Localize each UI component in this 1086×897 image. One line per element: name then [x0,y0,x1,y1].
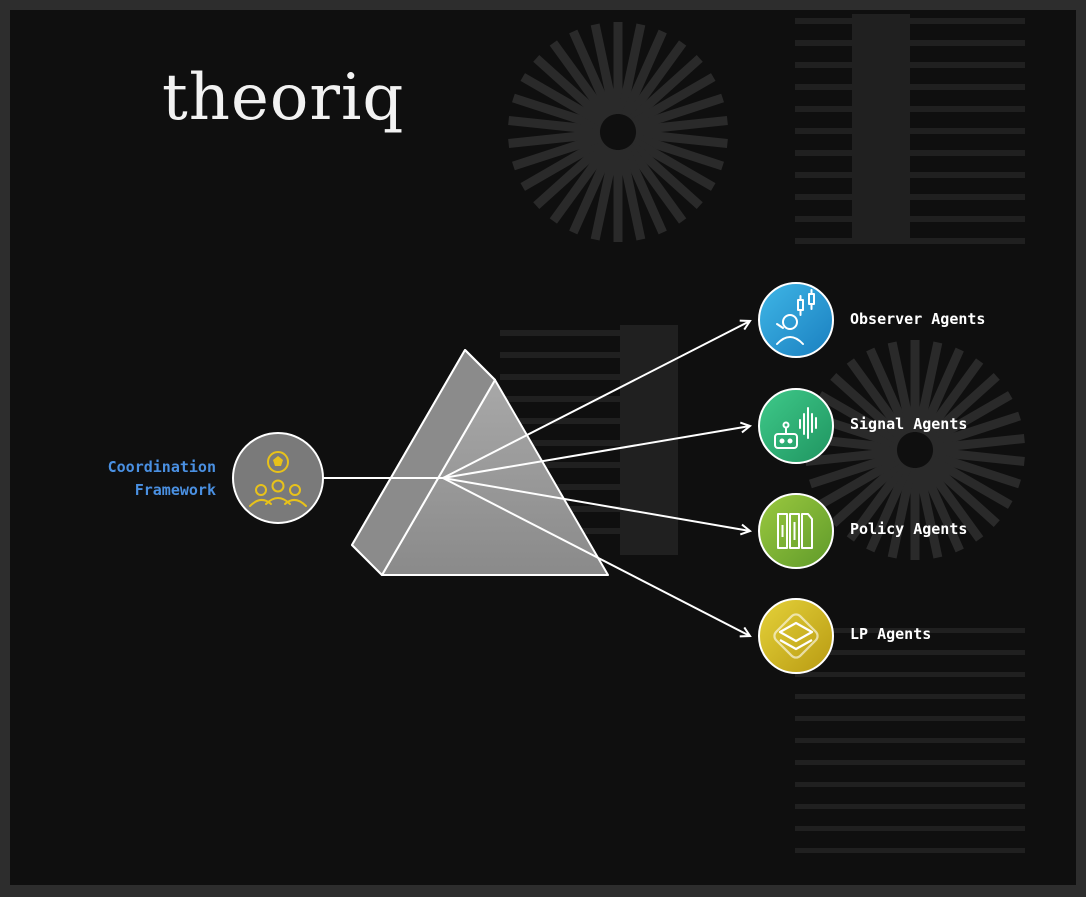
coordination-framework-label: Coordination Framework [108,456,216,502]
source-label-line2: Framework [134,481,216,499]
policy-agents-label: Policy Agents [850,520,968,538]
lp-agent-node [758,598,834,674]
group-coordination-icon [249,451,307,507]
source-label-line1: Coordination [107,458,216,476]
beam-signal [442,426,750,479]
diagram-frame: theoriq [10,10,1076,885]
signal-agents-label: Signal Agents [850,415,968,433]
theoriq-logo-icon [38,76,152,148]
signal-agent-node [758,388,834,464]
policy-pillars-icon [777,513,813,549]
lp-agents-label: LP Agents [850,625,932,643]
observer-chart-icon [776,289,815,345]
beam-lp [442,477,750,636]
policy-agent-node [758,493,834,569]
lp-layers-icon [773,613,819,659]
observer-agent-node [758,282,834,358]
brand-name: theoriq [162,61,405,135]
coordination-node [232,432,324,524]
observer-agents-label: Observer Agents [850,310,986,328]
beam-observer [442,321,750,479]
beam-policy [442,477,750,531]
signal-robot-icon [774,407,817,449]
prism-diagram [232,282,834,674]
prism-shape [351,349,609,576]
